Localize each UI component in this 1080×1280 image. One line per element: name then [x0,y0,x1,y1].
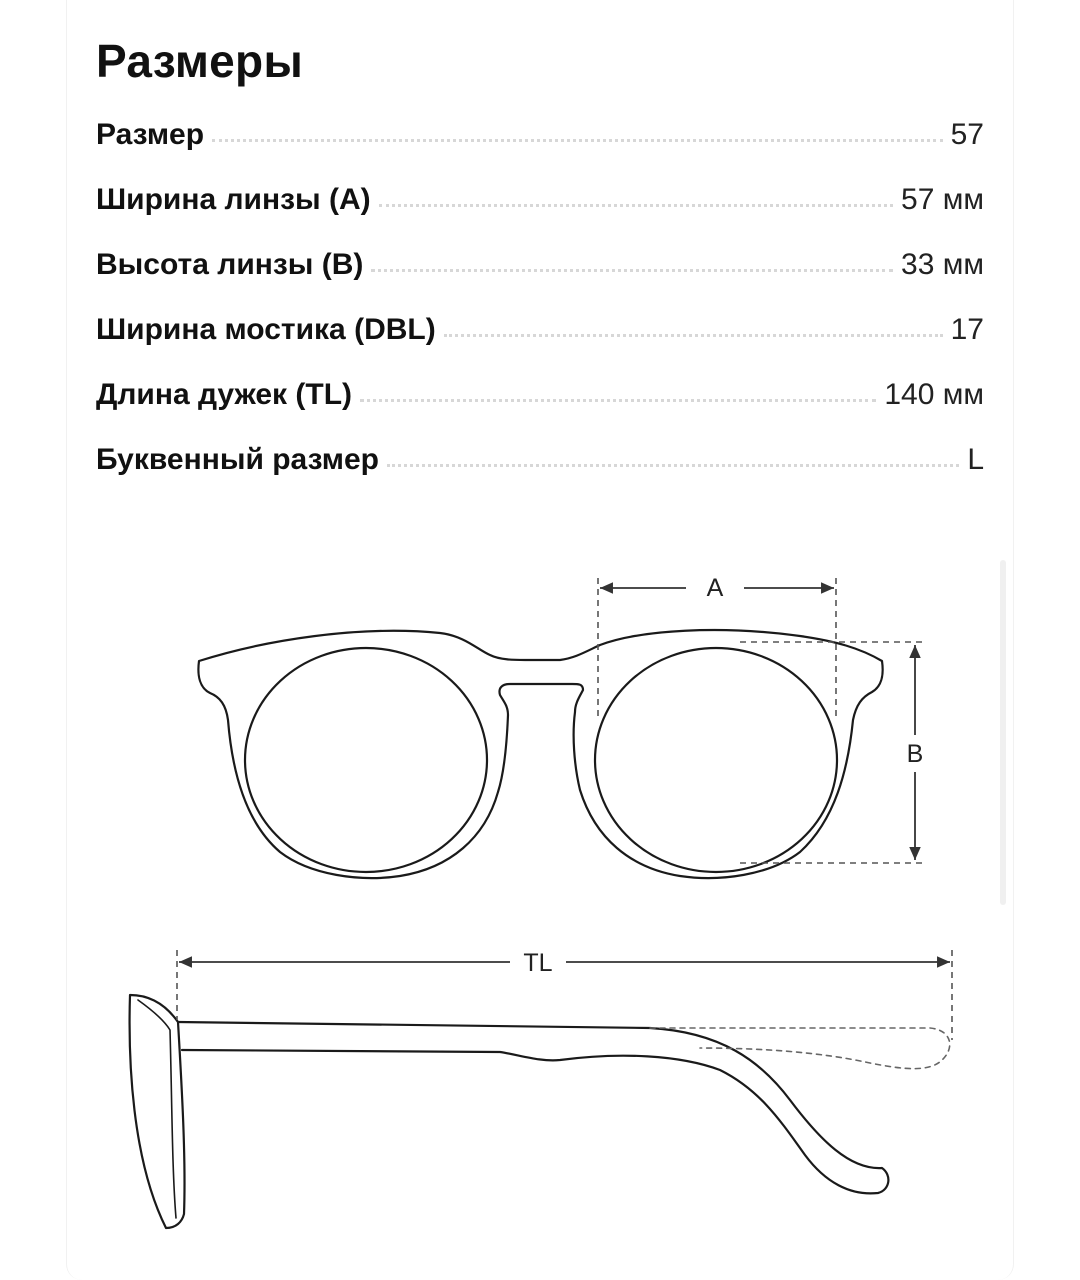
spec-label: Размер [96,118,205,151]
dimension-tl-label: TL [523,949,552,977]
spec-label: Высота линзы (B) [96,248,364,281]
front-frame-outline [197,628,884,880]
spec-row-temple-length: Длина дужек (TL) 140 мм [96,378,984,443]
spec-label: Ширина линзы (A) [96,183,371,216]
spec-value: 57 мм [901,183,984,216]
dimension-b: B [740,641,925,864]
dimension-a-label: A [707,574,724,602]
side-lens-edge [137,999,177,1219]
front-lens-right [593,646,839,874]
spec-row-bridge-width: Ширина мостика (DBL) 17 [96,313,984,378]
spec-value: 140 мм [884,378,984,411]
dimension-b-label: B [907,740,924,768]
spec-label: Ширина мостика (DBL) [96,313,436,346]
spec-row-lens-width: Ширина линзы (A) 57 мм [96,183,984,248]
front-lens-left [243,646,489,874]
specs-list: Размер 57 Ширина линзы (A) 57 мм Высота … [96,118,984,508]
dotted-leader [212,139,943,142]
glasses-side-view [128,993,951,1230]
side-temple-folded-dashed [649,1027,951,1070]
side-frame-front [128,993,186,1230]
dotted-leader [386,464,960,467]
side-temple [176,1020,890,1195]
spec-value: 33 мм [901,248,984,281]
spec-label: Буквенный размер [96,443,379,476]
dimension-tl: TL [176,949,953,1040]
spec-value: 57 [950,118,984,151]
spec-value: 17 [950,313,984,346]
dotted-leader [443,334,943,337]
spec-value: L [967,443,984,476]
dimension-a: A [597,574,837,720]
spec-row-size: Размер 57 [96,118,984,183]
scrollbar-track[interactable] [1000,560,1006,905]
dotted-leader [371,269,894,272]
spec-label: Длина дужек (TL) [96,378,353,411]
dotted-leader [378,204,894,207]
page-title: Размеры [96,35,304,87]
spec-row-lens-height: Высота линзы (B) 33 мм [96,248,984,313]
dotted-leader [360,399,877,402]
spec-row-letter-size: Буквенный размер L [96,443,984,508]
content-card [66,0,1014,1280]
glasses-front-view [197,628,884,880]
